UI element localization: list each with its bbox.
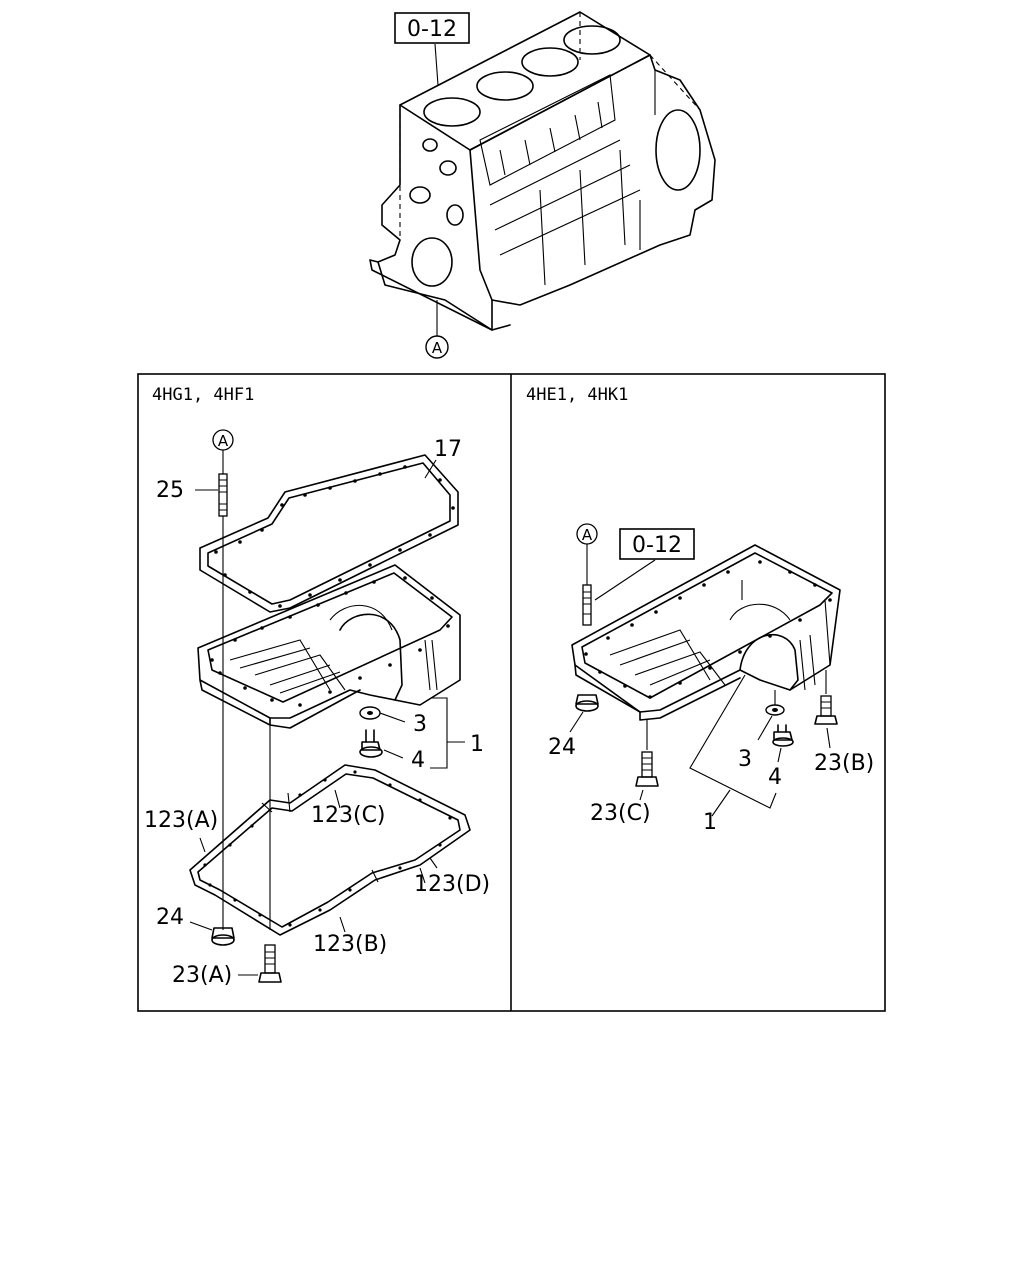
bolt-23b-right xyxy=(814,695,838,725)
label-23a: 23(A) xyxy=(172,963,232,988)
label-23b: 23(B) xyxy=(814,751,874,776)
engine-block-illustration xyxy=(369,11,716,336)
drain-plug-4-right xyxy=(772,724,794,747)
gasket-17-holes xyxy=(214,465,455,608)
right-oil-pan-assembly: A 0-12 xyxy=(569,523,841,817)
oil-pan-left-holes xyxy=(210,576,450,707)
ref-circle-top xyxy=(425,335,449,359)
ref-box-right xyxy=(619,528,695,560)
label-4-right: 4 xyxy=(768,765,782,790)
right-panel-header: 4HE1, 4HK1 xyxy=(526,385,628,405)
lower-gasket-holes xyxy=(203,770,452,927)
drain-plug-4 xyxy=(359,729,383,758)
label-4-left: 4 xyxy=(411,748,425,773)
ref-box-right-text: 0-12 xyxy=(632,533,682,558)
ref-circle-top-text: A xyxy=(432,339,443,357)
label-123d: 123(D) xyxy=(414,872,490,897)
label-23c: 23(C) xyxy=(590,801,651,826)
label-123b: 123(B) xyxy=(313,932,387,957)
label-123a: 123(A) xyxy=(144,808,218,833)
left-panel-header: 4HG1, 4HF1 xyxy=(152,385,254,405)
label-3-left: 3 xyxy=(413,712,427,737)
label-17: 17 xyxy=(434,437,462,462)
left-oil-pan-assembly: A xyxy=(189,429,471,983)
ref-box-top-text: 0-12 xyxy=(407,17,457,42)
bolt-24-left xyxy=(211,927,235,946)
oil-pan-right-holes xyxy=(584,560,832,699)
label-1-left: 1 xyxy=(470,732,484,757)
bolt-23c-right xyxy=(635,751,659,787)
label-25: 25 xyxy=(156,478,184,503)
bolt-24-right xyxy=(575,694,599,712)
label-123c: 123(C) xyxy=(311,803,386,828)
stud-right xyxy=(582,584,592,626)
label-24-right: 24 xyxy=(548,735,576,760)
label-24-left: 24 xyxy=(156,905,184,930)
label-1-right: 1 xyxy=(703,810,717,835)
ref-box-top xyxy=(394,12,470,44)
label-3-right: 3 xyxy=(738,747,752,772)
right-ref-circle-text: A xyxy=(582,526,593,544)
left-ref-circle-text: A xyxy=(218,432,229,450)
bolt-23a-left xyxy=(258,944,282,983)
